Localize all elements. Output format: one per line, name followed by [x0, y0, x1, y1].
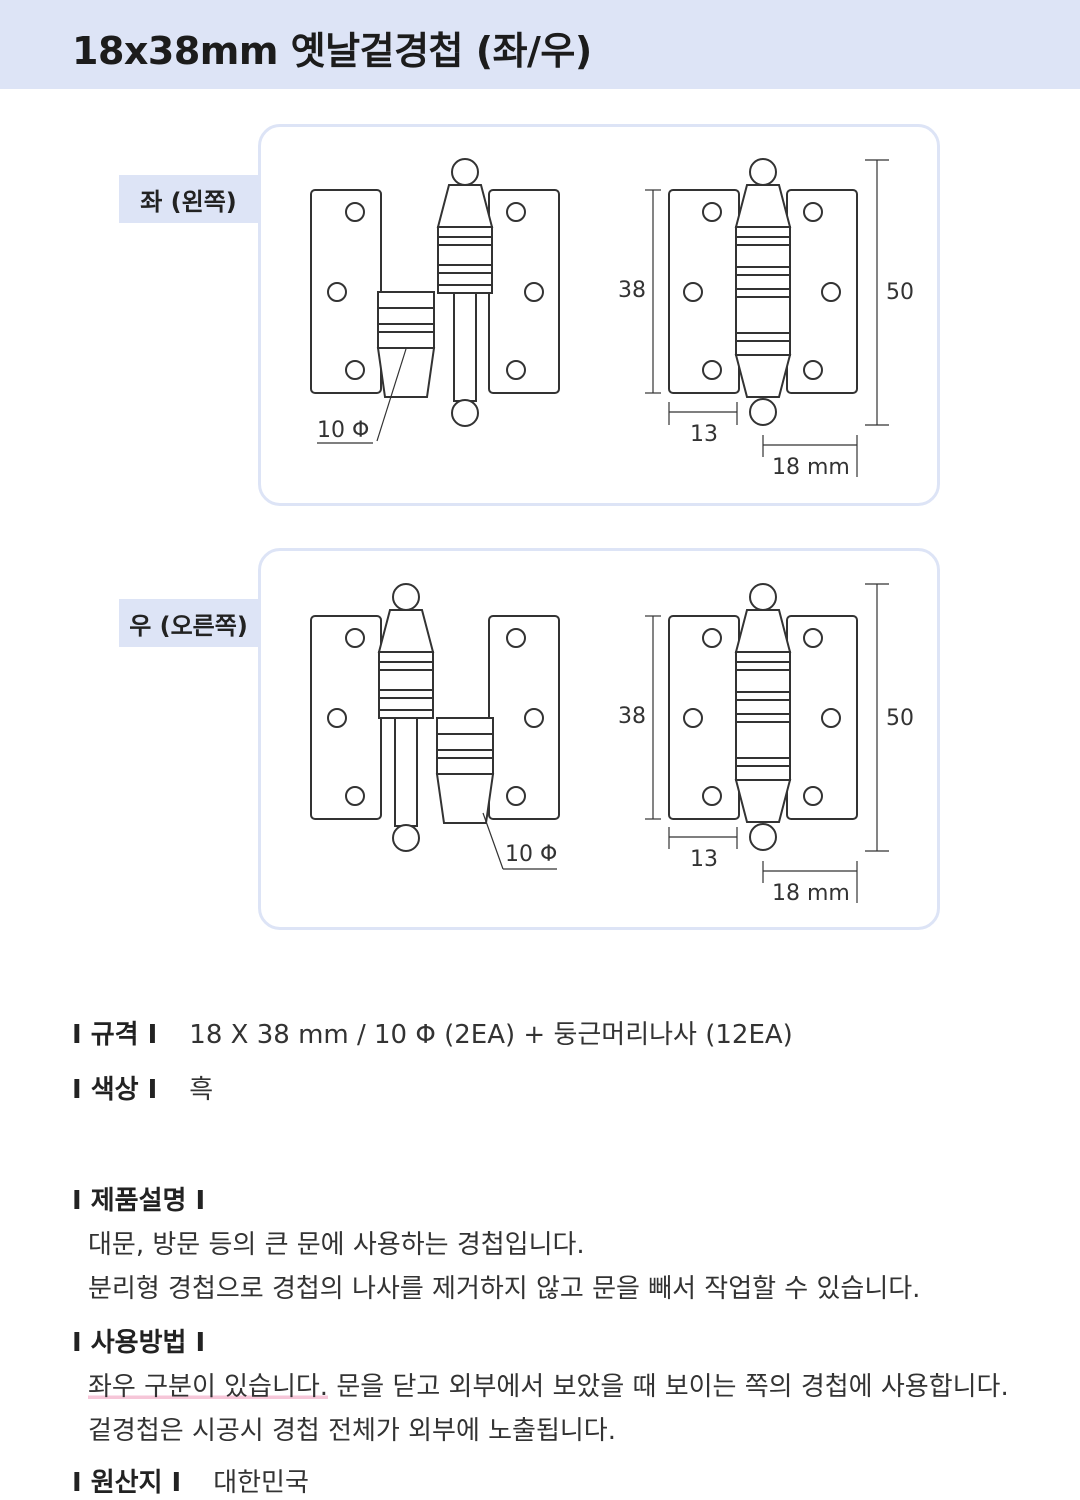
hinge-pin: [453, 292, 477, 402]
usage-line-2: 겉경첩은 시공시 경첩 전체가 외부에 노출됩니다.: [88, 1416, 616, 1446]
hinge-leaf: [668, 615, 740, 820]
screw-hole: [345, 360, 365, 380]
spec-size-label: I 규격 I: [72, 1020, 158, 1050]
usage-highlight: 좌우 구분이 있습니다.: [88, 1372, 329, 1402]
screw-hole: [506, 786, 526, 806]
screw-hole: [683, 708, 703, 728]
screw-hole: [524, 708, 544, 728]
finial-bottom: [451, 399, 479, 427]
finial-top: [451, 158, 479, 186]
spec-color-row: I 색상 I 흑: [72, 1069, 213, 1106]
screw-hole: [327, 708, 347, 728]
left-hinge-drawing: 10 Φ 38 50 13 18 mm: [310, 158, 914, 480]
description-line-1: 대문, 방문 등의 큰 문에 사용하는 경첩입니다.: [88, 1230, 585, 1260]
screw-hole: [803, 360, 823, 380]
page-title: 18x38mm 옛날겉경첩 (좌/우): [72, 29, 592, 73]
total-width-label: 18 mm: [772, 881, 850, 906]
description-line-2: 분리형 경첩으로 경첩의 나사를 제거하지 않고 문을 빼서 작업할 수 있습니…: [88, 1274, 921, 1304]
screw-hole: [345, 786, 365, 806]
total-height-label: 50: [886, 280, 914, 305]
screw-hole: [803, 202, 823, 222]
knuckle-top: [377, 291, 435, 309]
screw-hole: [327, 282, 347, 302]
screw-hole: [702, 360, 722, 380]
screw-hole: [803, 786, 823, 806]
left-variant-tag: 좌 (왼쪽): [119, 175, 258, 223]
spec-size-value: 18 X 38 mm / 10 Φ (2EA) + 둥근머리나사 (12EA): [189, 1020, 793, 1050]
screw-hole: [803, 628, 823, 648]
hinge-leaf: [488, 615, 560, 820]
leaf-height-label: 38: [618, 278, 646, 303]
screw-hole: [702, 202, 722, 222]
spec-color-label: I 색상 I: [72, 1075, 158, 1105]
left-variant-panel: 10 Φ 38 50 13 18 mm: [258, 124, 940, 506]
spec-color-value: 흑: [189, 1075, 214, 1105]
usage-line-1: 좌우 구분이 있습니다. 문을 닫고 외부에서 보았을 때 보이는 쪽의 경첩에…: [88, 1366, 1009, 1403]
screw-hole: [345, 628, 365, 648]
screw-hole: [506, 360, 526, 380]
right-hinge-drawing: 10 Φ 38 50 13 18 mm: [310, 583, 914, 906]
screw-hole: [506, 628, 526, 648]
hinge-leaf: [668, 189, 740, 394]
screw-hole: [506, 202, 526, 222]
screw-hole: [702, 628, 722, 648]
hinge-leaf: [488, 189, 560, 394]
diameter-label: 10 Φ: [505, 842, 557, 867]
screw-hole: [821, 708, 841, 728]
usage-title: I 사용방법 I: [72, 1328, 206, 1358]
spec-size-row: I 규격 I 18 X 38 mm / 10 Φ (2EA) + 둥근머리나사 …: [72, 1014, 793, 1051]
description-title: I 제품설명 I: [72, 1186, 206, 1216]
total-width-label: 18 mm: [772, 455, 850, 480]
knuckle-top: [436, 717, 494, 735]
finial-bottom: [392, 824, 420, 852]
knuckle-body: [377, 307, 435, 349]
origin-label: I 원산지 I: [72, 1468, 182, 1498]
total-height-label: 50: [886, 706, 914, 731]
leaf-height-label: 38: [618, 704, 646, 729]
screw-hole: [821, 282, 841, 302]
finial-top: [392, 583, 420, 611]
origin-value: 대한민국: [213, 1468, 309, 1498]
leaf-width-label: 13: [690, 422, 718, 447]
origin-row: I 원산지 I 대한민국: [72, 1462, 309, 1499]
right-variant-tag: 우 (오른쪽): [119, 599, 258, 647]
screw-hole: [683, 282, 703, 302]
screw-hole: [524, 282, 544, 302]
diameter-label: 10 Φ: [317, 418, 369, 443]
leaf-width-label: 13: [690, 847, 718, 872]
right-variant-panel: 10 Φ 38 50 13 18 mm: [258, 548, 940, 930]
header-bar: 18x38mm 옛날겉경첩 (좌/우): [0, 0, 1080, 89]
screw-hole: [702, 786, 722, 806]
usage-line-1-rest: 문을 닫고 외부에서 보았을 때 보이는 쪽의 경첩에 사용합니다.: [328, 1372, 1009, 1402]
screw-hole: [345, 202, 365, 222]
hinge-pin: [394, 717, 418, 827]
